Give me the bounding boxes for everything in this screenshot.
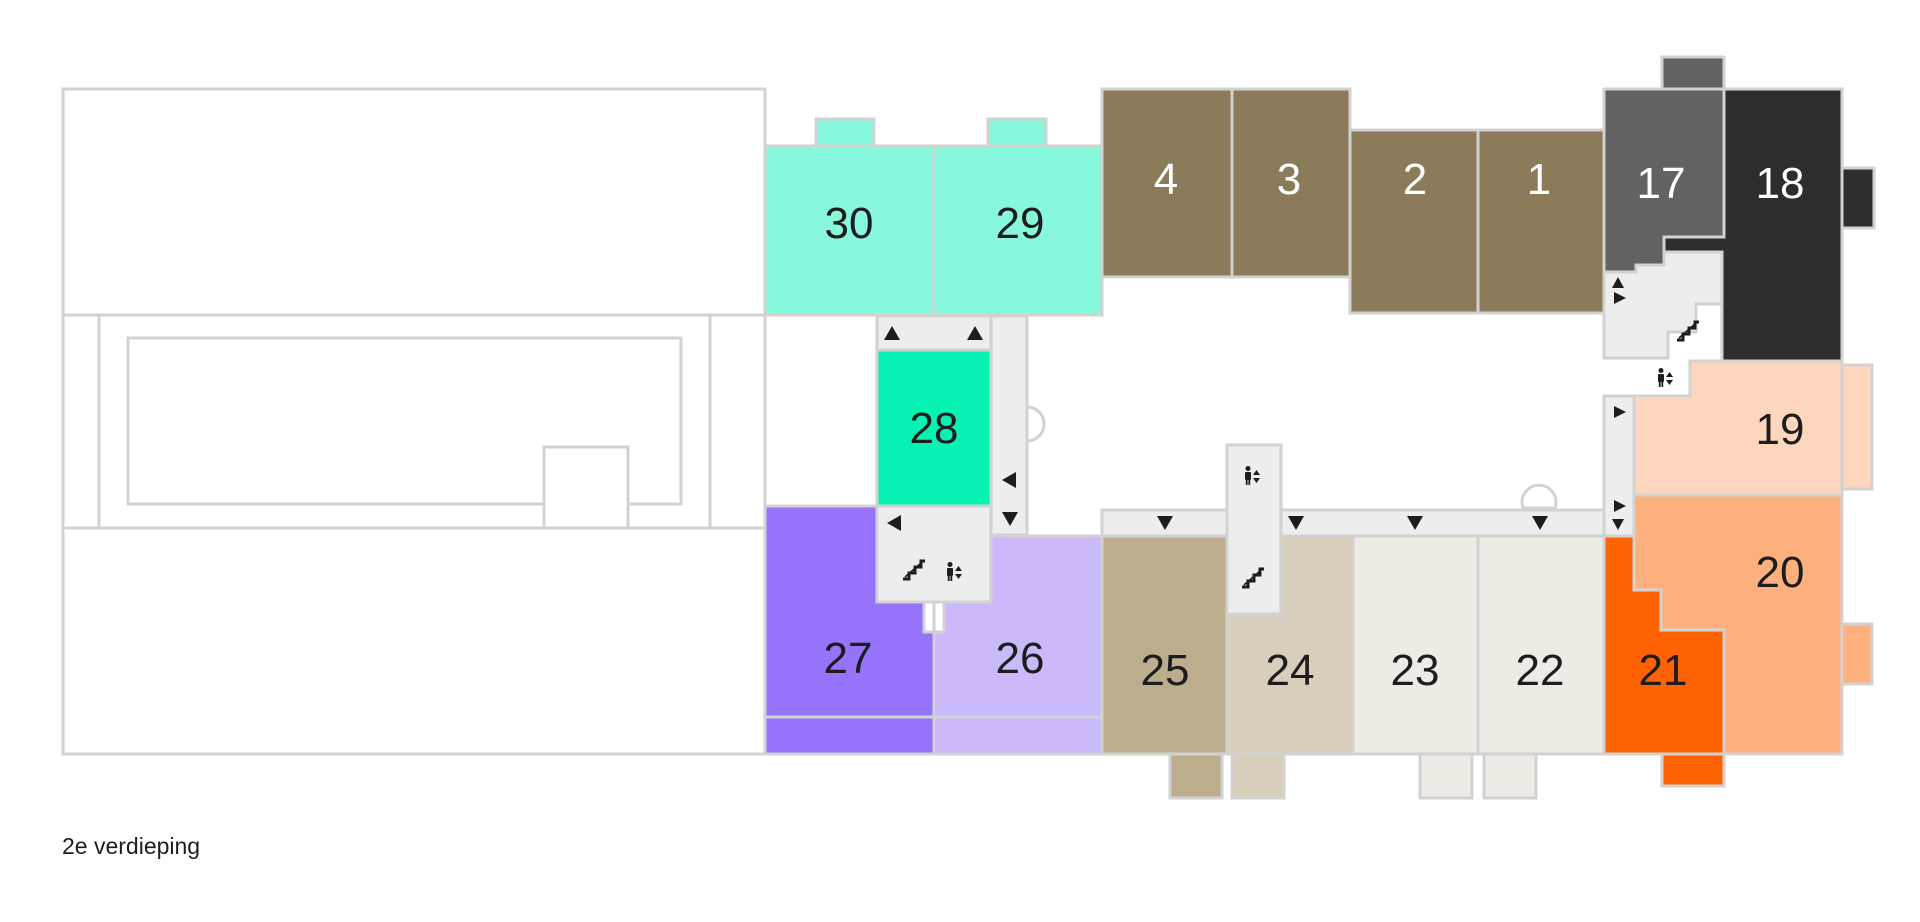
- atrium-notch: [542, 445, 630, 530]
- room-label-25: 25: [1141, 646, 1190, 695]
- room-label-18: 18: [1756, 159, 1805, 208]
- room-17[interactable]: [1602, 87, 1726, 274]
- room-17-annex: [1660, 55, 1726, 91]
- elevator-icon: [1658, 368, 1673, 387]
- arrow-up-icon: [1612, 277, 1624, 288]
- room-19-annex: [1840, 363, 1874, 491]
- arrow-right-icon: [1614, 500, 1626, 512]
- corridor-28-right: [989, 314, 1029, 537]
- door-swing-west: [1025, 405, 1046, 443]
- room-label-3: 3: [1277, 155, 1301, 204]
- arrow-down-icon: [1407, 516, 1423, 530]
- room-3[interactable]: [1230, 87, 1352, 279]
- corridor-east: [1602, 394, 1636, 538]
- room-28[interactable]: [875, 348, 993, 508]
- room-29[interactable]: [932, 144, 1104, 317]
- room-label-20: 20: [1756, 548, 1805, 597]
- corridor-south: [1100, 508, 1606, 538]
- rooms: [763, 55, 1876, 800]
- door-swing-east: [1520, 483, 1558, 510]
- room-label-29: 29: [996, 199, 1045, 248]
- room-20-annex: [1840, 622, 1874, 686]
- room-22-annex: [1482, 752, 1538, 800]
- room-4[interactable]: [1100, 87, 1234, 279]
- room-label-2: 2: [1403, 155, 1427, 204]
- room-23[interactable]: [1351, 534, 1480, 756]
- room-24-annex: [1230, 752, 1286, 800]
- room-label-4: 4: [1154, 155, 1178, 204]
- arrow-up-icon: [884, 326, 900, 340]
- left-wing-outline: [61, 87, 767, 756]
- arrow-right-icon: [1614, 292, 1626, 304]
- arrow-left-icon: [887, 515, 901, 531]
- room-labels: 30 29 4 3 2 1 17 18 19 20 21 22 23 24 25…: [824, 155, 1805, 695]
- room-30[interactable]: [763, 144, 936, 317]
- arrow-up-icon: [967, 326, 983, 340]
- room-1[interactable]: [1476, 128, 1606, 315]
- corridors: [875, 250, 1724, 634]
- room-label-23: 23: [1391, 646, 1440, 695]
- room-19[interactable]: [1632, 359, 1844, 497]
- room-label-21: 21: [1639, 646, 1688, 695]
- room-2[interactable]: [1348, 128, 1480, 315]
- room-label-27: 27: [824, 634, 873, 683]
- room-label-28: 28: [910, 404, 959, 453]
- room-18-annex: [1840, 166, 1876, 230]
- room-27-strip: [763, 715, 936, 756]
- floor-label: 2e verdieping: [62, 833, 201, 859]
- arrow-left-icon: [1002, 472, 1016, 488]
- room-25[interactable]: [1100, 534, 1229, 756]
- room-label-30: 30: [825, 199, 874, 248]
- room-label-19: 19: [1756, 405, 1805, 454]
- room-30-annex: [814, 117, 876, 148]
- room-22[interactable]: [1476, 534, 1606, 756]
- room-21[interactable]: [1602, 534, 1726, 756]
- atrium-outline: [126, 336, 683, 506]
- room-29-annex: [986, 117, 1048, 148]
- stair-hall-central: [1225, 443, 1283, 616]
- room-26-strip: [932, 715, 1104, 756]
- room-label-17: 17: [1637, 159, 1686, 208]
- room-label-22: 22: [1516, 646, 1565, 695]
- room-label-1: 1: [1527, 155, 1551, 204]
- room-25-annex: [1168, 752, 1224, 800]
- room-21-annex: [1660, 752, 1726, 788]
- arrow-down-icon: [1612, 519, 1624, 530]
- wayfinding-arrows: [884, 277, 1626, 531]
- arrow-down-icon: [1157, 516, 1173, 530]
- room-label-26: 26: [996, 634, 1045, 683]
- arrow-right-icon: [1614, 406, 1626, 418]
- arrow-down-icon: [1288, 516, 1304, 530]
- arrow-down-icon: [1002, 512, 1018, 526]
- arrow-down-icon: [1532, 516, 1548, 530]
- room-23-annex: [1418, 752, 1474, 800]
- room-label-24: 24: [1266, 646, 1315, 695]
